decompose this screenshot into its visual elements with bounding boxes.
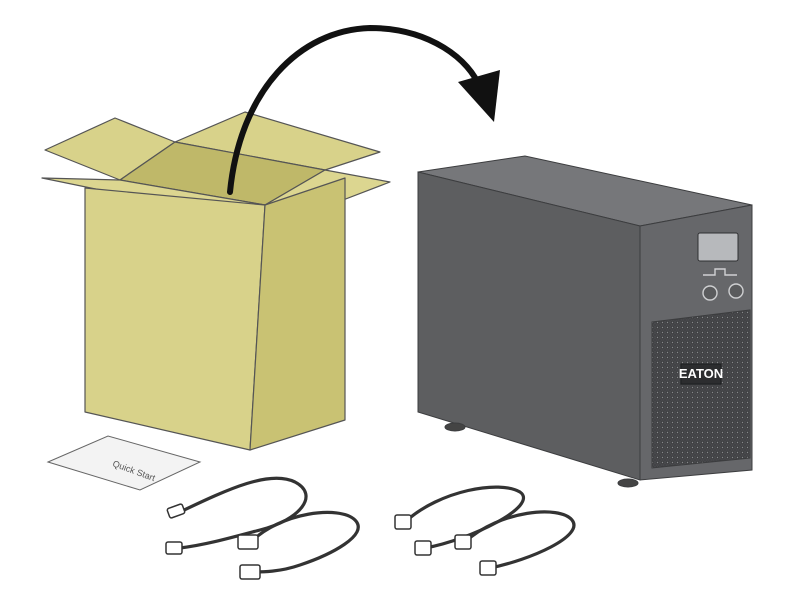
ups-button-left[interactable]	[702, 285, 718, 301]
move-arrow	[227, 24, 500, 195]
ups-side	[417, 171, 641, 481]
power-connector-1a	[394, 514, 412, 530]
arrow-shaft	[227, 24, 483, 195]
shipping-box	[41, 111, 391, 451]
arrow-head-icon	[458, 70, 500, 122]
cables-left	[178, 476, 360, 574]
power-connector-2a	[454, 534, 472, 550]
usb-cable	[178, 476, 308, 550]
ups-foot-rear	[444, 422, 466, 432]
ups-lcd-display	[697, 232, 739, 262]
box-side	[249, 177, 346, 451]
cable-connectors-left	[165, 503, 261, 580]
ups-unit: EATON	[417, 155, 753, 488]
serial-connector-b	[239, 564, 261, 580]
serial-connector-a	[237, 534, 259, 550]
power-connector-1b	[414, 540, 432, 556]
serial-cable	[248, 510, 360, 574]
guide-sheet	[46, 435, 202, 491]
power-connector-2b	[479, 560, 497, 576]
usb-connector-a	[166, 503, 186, 519]
usb-connector-b	[165, 541, 183, 555]
power-cord-2	[463, 510, 576, 570]
ups-status-icon	[703, 268, 737, 276]
box-front	[84, 187, 266, 451]
cables-right	[403, 485, 576, 570]
ups-button-right[interactable]	[728, 283, 744, 299]
quick-start-guide: Quick Start	[46, 435, 202, 491]
ups-front-grille	[651, 309, 751, 469]
ups-foot-front	[617, 478, 639, 488]
ups-brand-logo	[680, 363, 722, 385]
ups-brand-text: EATON	[679, 366, 723, 381]
cable-connectors-right	[394, 514, 497, 576]
